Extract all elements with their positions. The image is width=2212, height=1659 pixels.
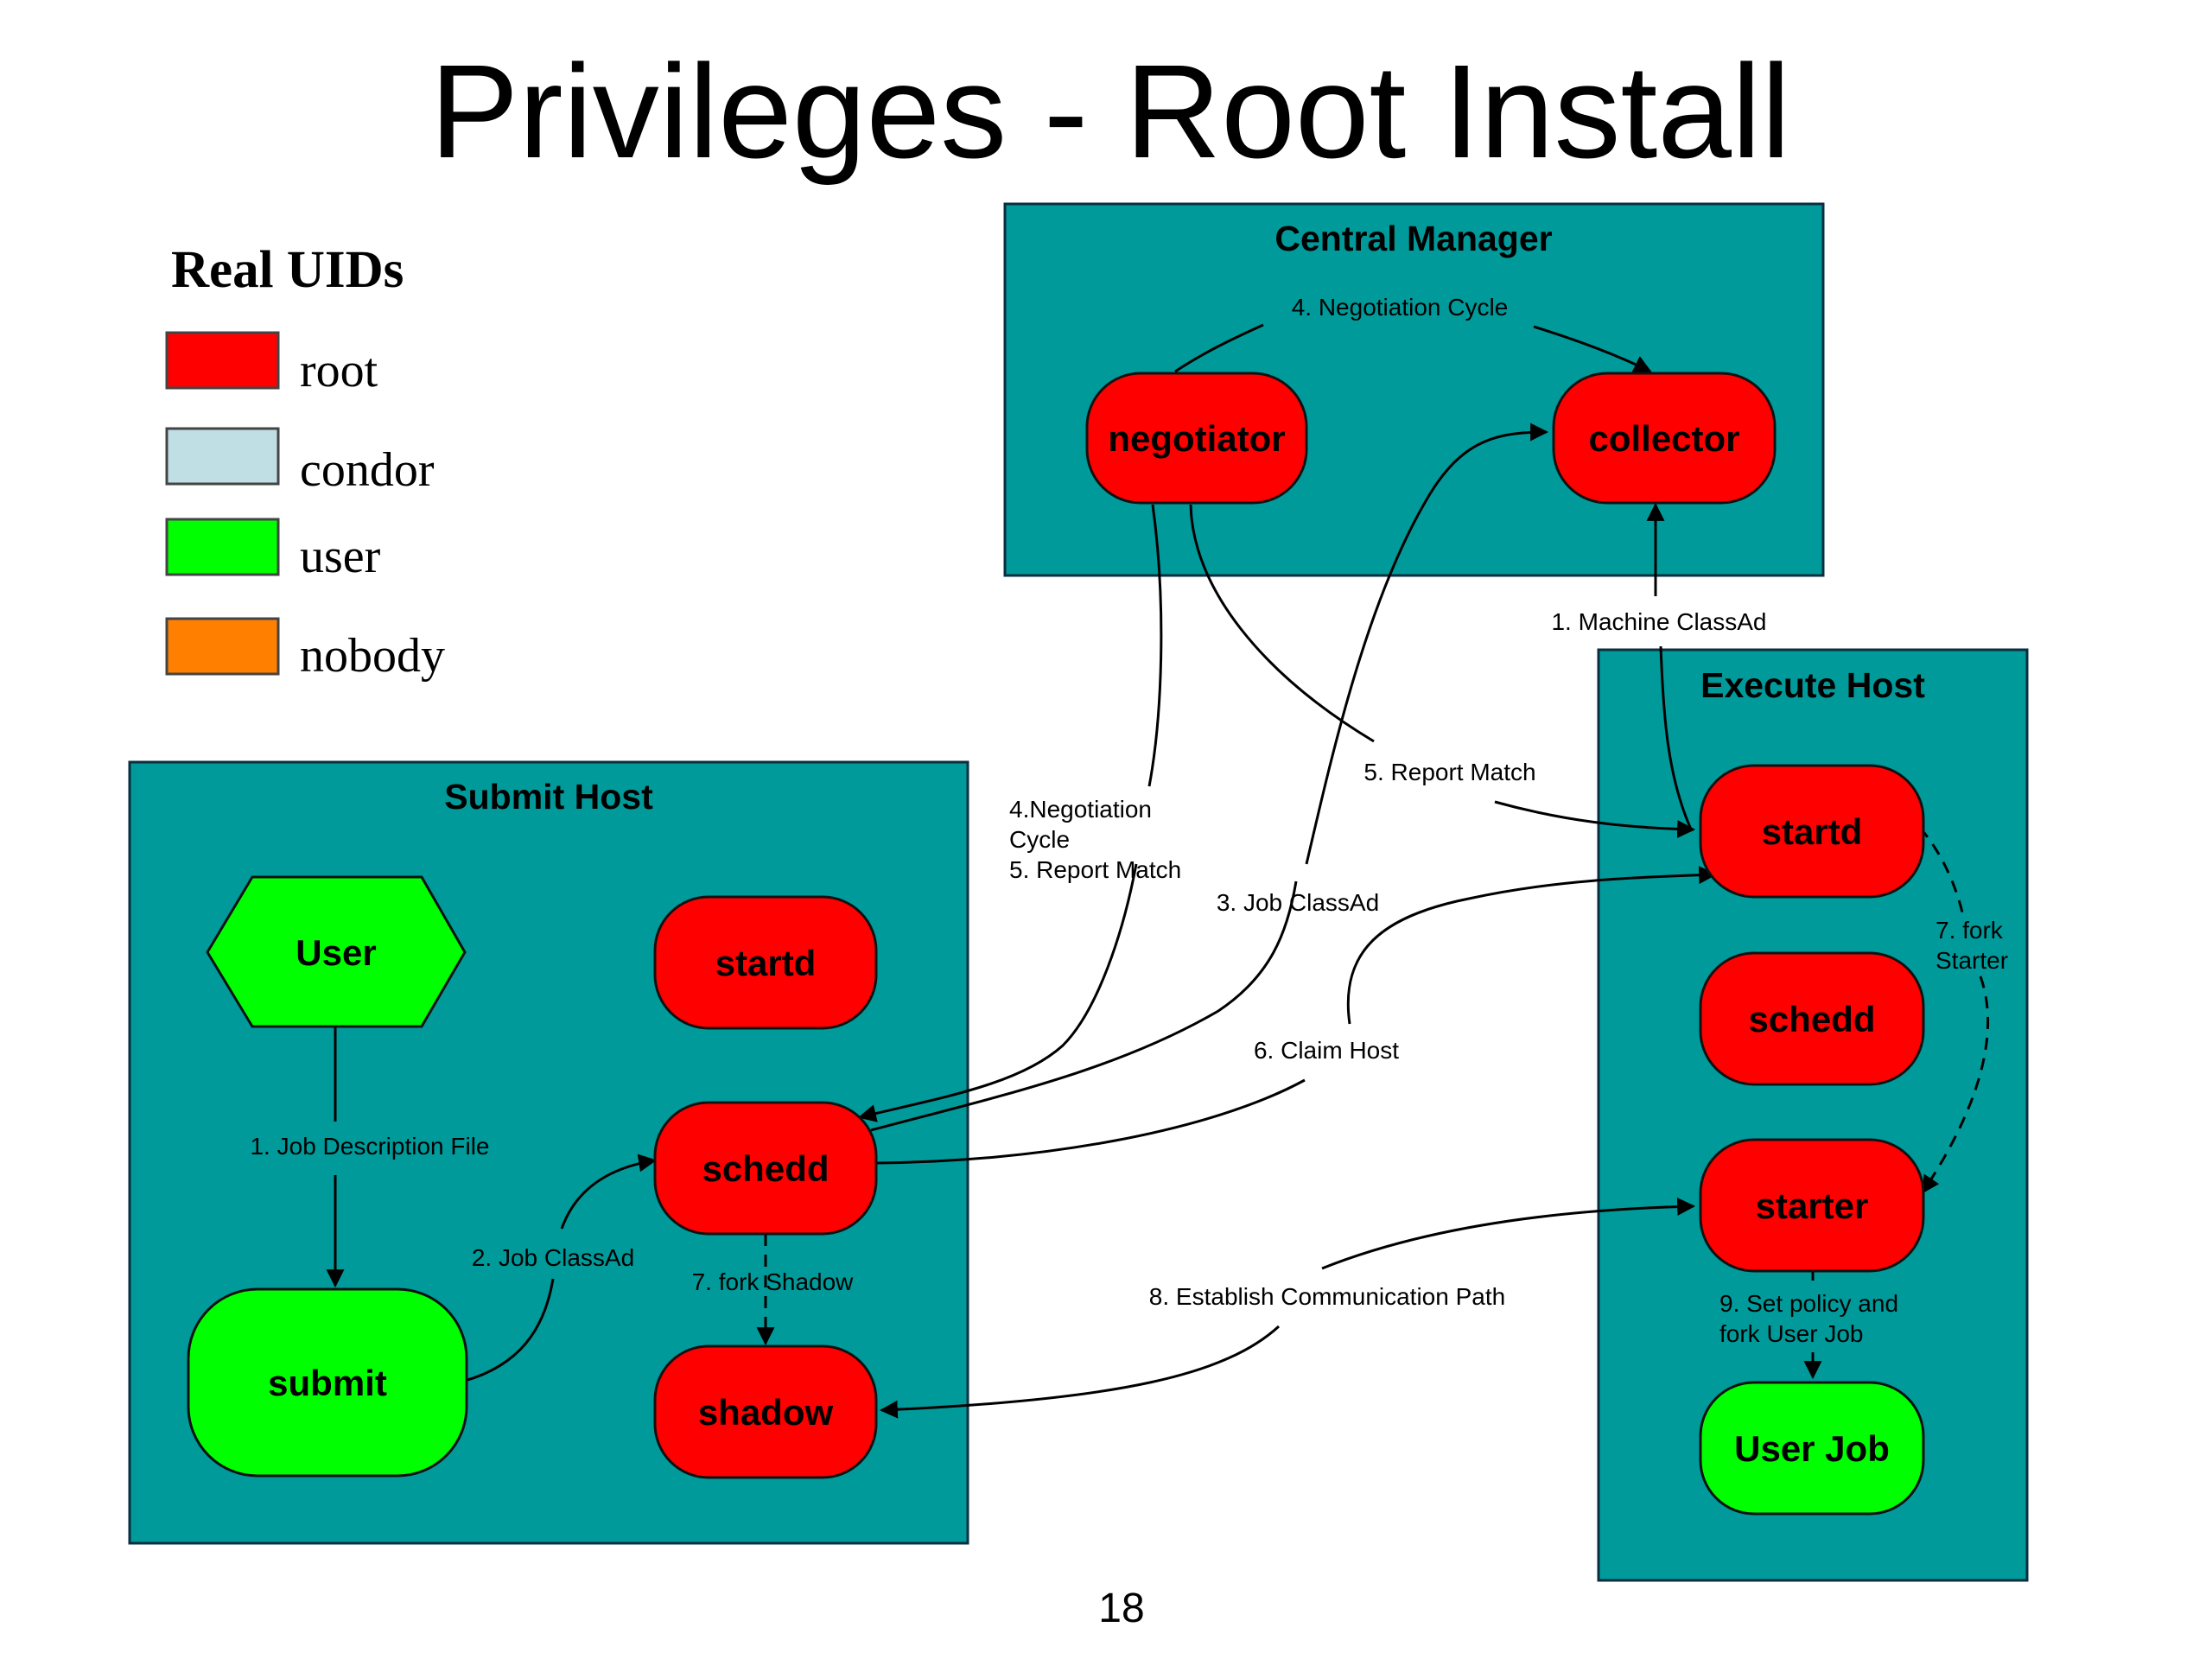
edge-establish-comm-right (1321, 1197, 1696, 1270)
node-negotiator (1085, 372, 1308, 505)
label-job-classad-3: 3. Job ClassAd (1217, 889, 1379, 916)
execute-host-title: Execute Host (1700, 665, 1925, 705)
label-set-policy-2: fork User Job (1719, 1320, 1864, 1347)
edge-negotiation-cycle-cm-right (1533, 325, 1652, 373)
label-negotiation-report-1: 4.Negotiation (1009, 796, 1152, 823)
node-exec-startd-label: startd (1762, 811, 1863, 852)
legend-swatch-root (165, 331, 280, 390)
edge-negotiation-report-top (1147, 504, 1163, 787)
node-submit-label: submit (268, 1363, 387, 1403)
node-shadow-label: shadow (698, 1392, 834, 1433)
edge-claim-host-top (1346, 866, 1718, 1025)
label-claim-host: 6. Claim Host (1254, 1037, 1399, 1064)
label-set-policy-1: 9. Set policy and (1719, 1290, 1898, 1317)
label-establish-comm: 8. Establish Communication Path (1149, 1283, 1505, 1310)
edge-job-classad-2-bottom (464, 1278, 555, 1382)
submit-host-title: Submit Host (444, 777, 653, 817)
node-submit-schedd (653, 1101, 878, 1236)
label-fork-starter-2: Starter (1936, 947, 2008, 974)
legend-label-nobody: nobody (300, 629, 445, 683)
node-submit-schedd-label: schedd (702, 1148, 829, 1189)
edge-job-classad-3-top (1305, 423, 1549, 865)
legend-label-root: root (300, 344, 378, 397)
node-shadow (653, 1344, 878, 1479)
edge-negotiation-cycle-cm-left (1174, 323, 1264, 373)
node-user-job (1699, 1381, 1925, 1516)
legend-label-condor: condor (300, 443, 435, 497)
label-fork-shadow: 7. fork Shadow (692, 1268, 855, 1295)
label-negotiation-report-3: 5. Report Match (1009, 856, 1181, 883)
node-submit (187, 1287, 468, 1478)
node-collector (1552, 372, 1777, 505)
label-job-description-file: 1. Job Description File (250, 1133, 489, 1160)
node-submit-startd (653, 895, 878, 1030)
slide-title: Privileges - Root Install (430, 37, 1791, 186)
node-collector-label: collector (1588, 418, 1739, 459)
edge-establish-comm-left (879, 1325, 1281, 1419)
central-manager-title: Central Manager (1274, 219, 1552, 258)
label-fork-starter-1: 7. fork (1936, 917, 2004, 944)
legend-swatch-nobody (165, 617, 280, 676)
legend-swatch-condor (165, 427, 280, 486)
page-number: 18 (1098, 1586, 1144, 1631)
edge-claim-host-bottom (872, 1078, 1306, 1165)
label-report-match: 5. Report Match (1363, 759, 1535, 785)
edges: 4. Negotiation Cycle 1. Machine ClassAd … (250, 294, 2008, 1419)
edge-fork-starter-bottom (1921, 976, 1990, 1194)
node-starter-label: starter (1756, 1185, 1869, 1226)
legend-swatch-user (165, 518, 280, 576)
label-machine-classad: 1. Machine ClassAd (1551, 608, 1766, 635)
nodes: negotiator collector startd schedd start… (187, 372, 1925, 1516)
node-exec-startd (1699, 764, 1925, 899)
node-negotiator-label: negotiator (1108, 418, 1285, 459)
edge-job-classad-2-top (560, 1154, 658, 1230)
label-negotiation-cycle-cm: 4. Negotiation Cycle (1292, 294, 1509, 321)
node-starter (1699, 1138, 1925, 1273)
legend: Real UIDs root condor user nobody (165, 241, 445, 683)
label-job-classad-2: 2. Job ClassAd (472, 1244, 634, 1271)
node-user-label: User (296, 932, 376, 973)
legend-label-user: user (300, 530, 381, 583)
edge-job-classad-3-bottom (870, 880, 1298, 1132)
node-exec-schedd (1699, 951, 1925, 1086)
legend-title: Real UIDs (171, 241, 404, 299)
label-negotiation-report-2: Cycle (1009, 826, 1070, 853)
edge-machine-classad-down (1659, 645, 1694, 832)
node-exec-schedd-label: schedd (1748, 999, 1875, 1039)
edge-fork-starter-top (1918, 827, 1965, 917)
edge-negotiation-report-bottom (857, 863, 1138, 1122)
node-user-job-label: User Job (1734, 1428, 1890, 1469)
node-submit-startd-label: startd (715, 943, 817, 983)
edge-report-match-bottom (1494, 800, 1696, 839)
edge-report-match-top (1189, 504, 1375, 743)
node-user (206, 875, 467, 1028)
